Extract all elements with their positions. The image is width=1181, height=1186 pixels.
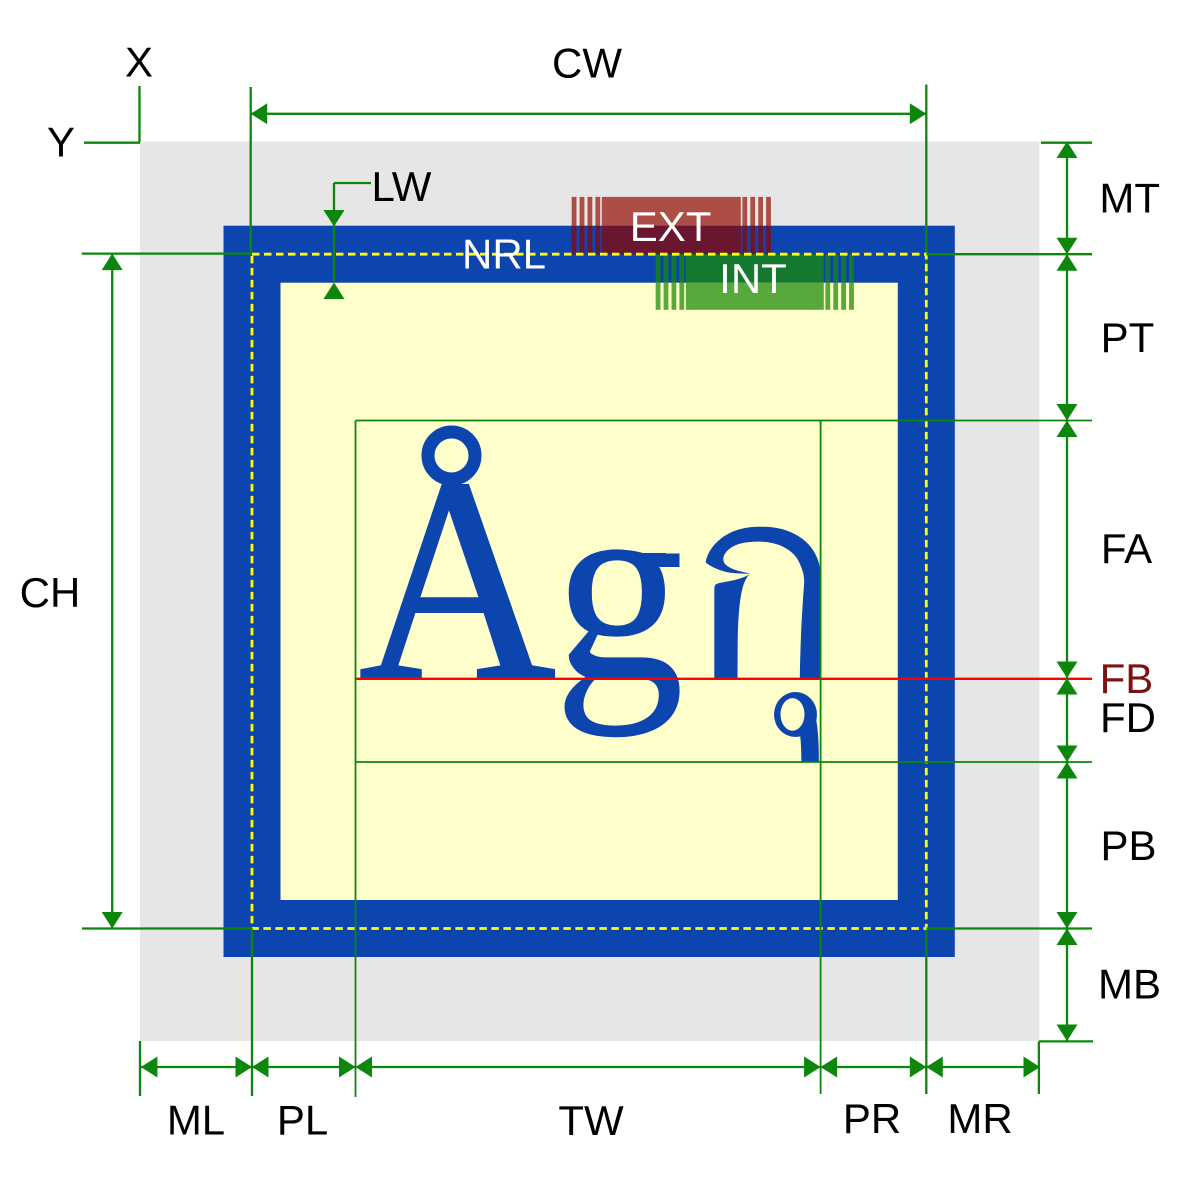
svg-text:FB: FB [1100, 655, 1154, 702]
svg-text:MB: MB [1098, 961, 1161, 1008]
svg-text:PB: PB [1100, 822, 1156, 869]
svg-text:INT: INT [719, 255, 787, 302]
svg-text:MT: MT [1099, 175, 1160, 222]
svg-text:CW: CW [552, 40, 622, 87]
svg-text:NRL: NRL [462, 231, 546, 278]
svg-text:Y: Y [47, 119, 75, 166]
svg-text:g: g [554, 436, 684, 738]
svg-text:LW: LW [372, 163, 432, 210]
svg-text:MR: MR [947, 1095, 1012, 1142]
svg-text:PR: PR [843, 1095, 901, 1142]
svg-text:X: X [125, 39, 153, 86]
svg-text:EXT: EXT [630, 203, 712, 250]
svg-text:PT: PT [1101, 314, 1155, 361]
svg-text:FA: FA [1101, 525, 1152, 572]
svg-text:PL: PL [277, 1097, 328, 1144]
svg-text:CH: CH [20, 569, 81, 616]
svg-text:A: A [359, 420, 556, 743]
svg-text:TW: TW [558, 1097, 624, 1144]
svg-text:ML: ML [167, 1097, 225, 1144]
svg-text:FD: FD [1100, 694, 1156, 741]
